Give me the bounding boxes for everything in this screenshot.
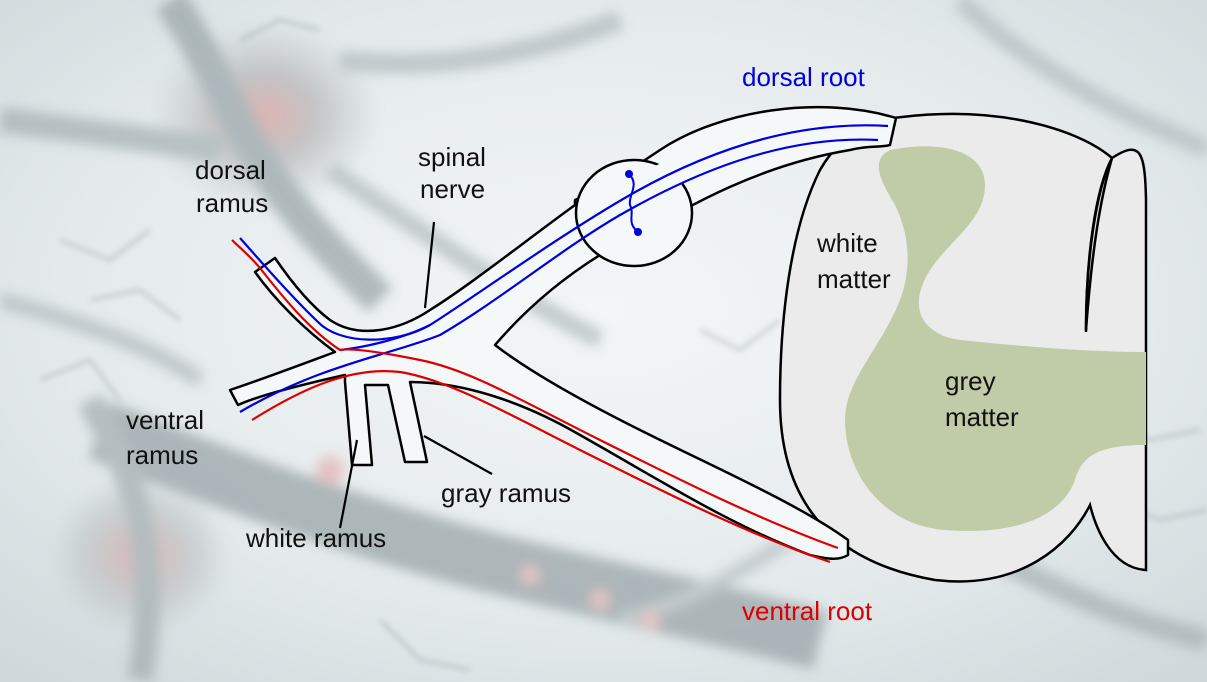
label-dorsal-ramus-line1: dorsal	[195, 155, 266, 185]
label-white-matter-line2: matter	[817, 264, 891, 294]
spinal-cord	[780, 114, 1146, 581]
label-ventral-ramus-line1: ventral	[126, 405, 204, 435]
label-white-matter-line1: white	[816, 228, 878, 258]
label-white-ramus: white ramus	[245, 523, 386, 553]
label-grey-matter-line1: grey	[945, 366, 996, 396]
label-ventral-root: ventral root	[742, 596, 873, 626]
label-dorsal-ramus-line2: ramus	[196, 188, 268, 218]
label-ventral-ramus-line2: ramus	[126, 440, 198, 470]
label-spinal-nerve-line1: spinal	[418, 142, 486, 172]
label-gray-ramus: gray ramus	[441, 478, 571, 508]
label-grey-matter-line2: matter	[945, 402, 1019, 432]
label-spinal-nerve-line2: nerve	[420, 174, 485, 204]
label-dorsal-root: dorsal root	[742, 62, 866, 92]
